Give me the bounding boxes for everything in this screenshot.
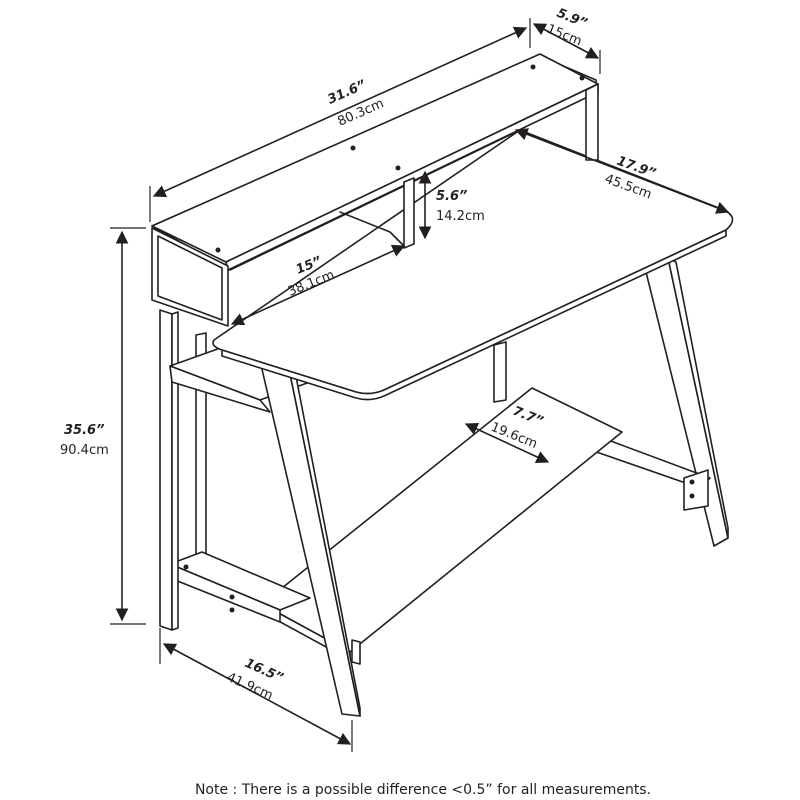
bolt-hole	[229, 594, 235, 600]
leg-depth-line	[162, 643, 352, 745]
hutch-height-inches: 5.6”	[436, 189, 467, 204]
hutch-depth-line	[532, 23, 600, 59]
total-height-inches: 35.6”	[64, 423, 104, 438]
hutch-width-line	[152, 26, 528, 198]
bolt-hole	[395, 165, 401, 171]
bolt-hole	[350, 145, 356, 151]
leg-foot-block	[351, 639, 361, 665]
bolt-hole	[215, 247, 221, 253]
right-stretcher-end	[683, 469, 709, 511]
front-left-leg-side	[171, 311, 179, 631]
desk-illustration	[151, 53, 734, 717]
hutch-divider	[403, 177, 415, 249]
dimension-lines	[110, 18, 730, 752]
upper-crossbar-front	[169, 365, 271, 413]
hutch-left-inner	[157, 235, 223, 321]
desk-depth-line	[514, 128, 730, 214]
front-left-leg	[159, 309, 173, 631]
hutch-right-side	[585, 83, 599, 161]
cubby-width-line	[230, 244, 406, 326]
bolt-hole	[689, 479, 695, 485]
bolt-hole	[579, 75, 585, 81]
bolt-hole	[183, 564, 189, 570]
bolt-hole	[229, 607, 235, 613]
hutch-height-cm: 14.2cm	[436, 209, 485, 224]
bolt-hole	[689, 493, 695, 499]
back-middle-post	[493, 341, 507, 403]
cubby-inner	[339, 211, 405, 247]
desk-top-edge	[221, 229, 727, 401]
bolt-hole	[530, 64, 536, 70]
front-angled-leg	[257, 351, 361, 717]
measurement-note: Note : There is a possible difference <0…	[195, 782, 651, 798]
shelf-depth-line	[464, 423, 550, 463]
total-height-cm: 90.4cm	[60, 443, 109, 458]
